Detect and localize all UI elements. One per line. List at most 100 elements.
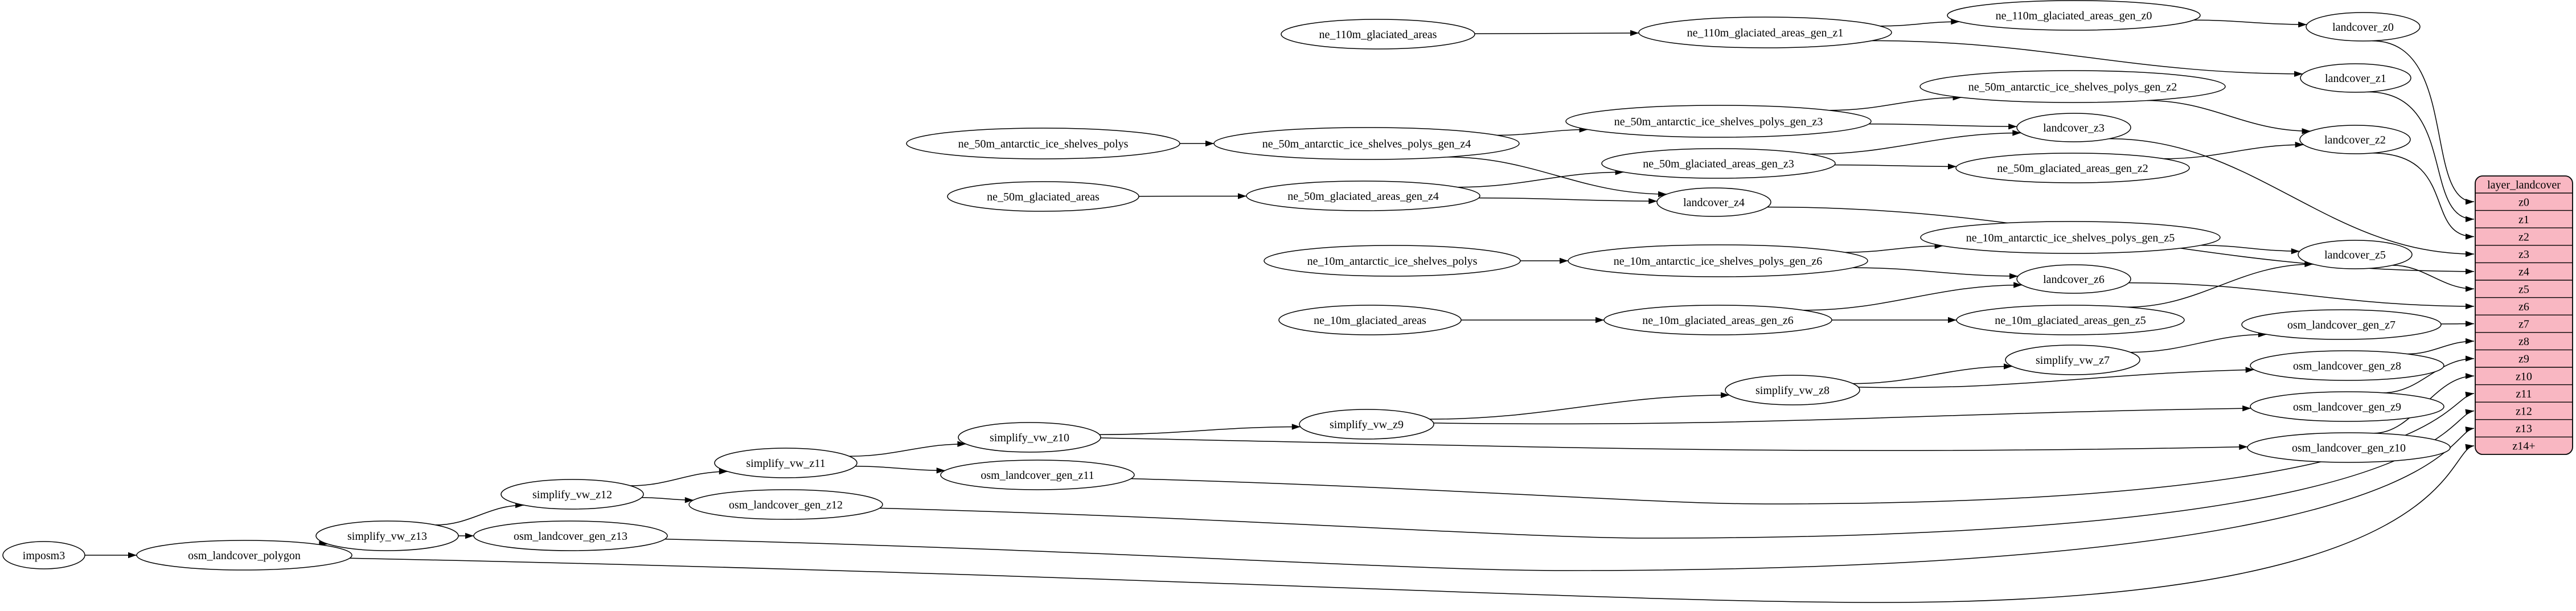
node-landcover_z1: landcover_z1	[2300, 63, 2411, 93]
layer-landcover-row-z1: z1	[2518, 214, 2529, 226]
edge-landcover_z0->z0	[2372, 40, 2475, 205]
edge-simplify_vw_z8->simplify_vw_z7	[1852, 363, 2013, 384]
node-label: landcover_z5	[2324, 249, 2386, 261]
node-label: osm_landcover_gen_z9	[2293, 401, 2401, 413]
layer-landcover-row-z5: z5	[2518, 283, 2529, 296]
node-ellipse	[1601, 148, 1836, 179]
layer-landcover-row-z6: z6	[2518, 301, 2529, 313]
node-ellipse	[2247, 432, 2451, 463]
edge-ne_50m_antarctic_ice_shelves_polys_gen_z3->landcover_z3	[1869, 123, 2017, 130]
edge-simplify_vw_z11->osm_landcover_gen_z11	[855, 466, 945, 474]
layer-landcover-row-z3: z3	[2518, 248, 2529, 261]
node-ne_110m_glaciated_areas_gen_z0: ne_110m_glaciated_areas_gen_z0	[1947, 0, 2201, 31]
node-label: ne_10m_glaciated_areas_gen_z5	[1995, 314, 2146, 327]
node-simplify_vw_z11: simplify_vw_z11	[714, 448, 858, 478]
node-ellipse	[501, 479, 644, 510]
edge-ne_10m_antarctic_ice_shelves_polys_gen_z6->ne_10m_antarctic_ice_shelves_polys_gen_z5	[1845, 243, 1943, 253]
node-landcover_z4: landcover_z4	[1656, 187, 1771, 217]
node-osm_landcover_gen_z12: osm_landcover_gen_z12	[688, 489, 883, 520]
node-ellipse	[1246, 181, 1480, 211]
node-ne_10m_antarctic_ice_shelves_polys_gen_z6: ne_10m_antarctic_ice_shelves_polys_gen_z…	[1568, 244, 1868, 277]
edge-simplify_vw_z7->osm_landcover_gen_z7	[2130, 331, 2267, 353]
node-ellipse	[315, 520, 459, 551]
node-ellipse	[2299, 125, 2411, 154]
edge-ne_50m_glaciated_areas_gen_z3->ne_50m_glaciated_areas_gen_z2	[1834, 163, 1957, 170]
node-ne_10m_antarctic_ice_shelves_polys_gen_z5: ne_10m_antarctic_ice_shelves_polys_gen_z…	[1920, 221, 2221, 254]
node-label: simplify_vw_z13	[347, 530, 427, 543]
node-ne_10m_glaciated_areas_gen_z5: ne_10m_glaciated_areas_gen_z5	[1956, 305, 2185, 335]
edge-simplify_vw_z9->simplify_vw_z8	[1429, 392, 1730, 420]
row-label: z7	[2518, 318, 2529, 331]
node-label: ne_50m_antarctic_ice_shelves_polys_gen_z…	[1968, 81, 2177, 93]
node-ne_10m_glaciated_areas_gen_z6: ne_10m_glaciated_areas_gen_z6	[1603, 305, 1832, 335]
node-simplify_vw_z8: simplify_vw_z8	[1725, 375, 1860, 405]
node-label: ne_50m_glaciated_areas_gen_z3	[1643, 158, 1794, 170]
node-label: ne_10m_glaciated_areas	[1314, 314, 1426, 327]
edge-osm_landcover_gen_z11->z11	[1131, 391, 2475, 505]
node-label: ne_50m_antarctic_ice_shelves_polys_gen_z…	[1262, 138, 1471, 150]
node-ne_50m_antarctic_ice_shelves_polys_gen_z4: ne_50m_antarctic_ice_shelves_polys_gen_z…	[1213, 127, 1520, 160]
layer-landcover-row-z8: z8	[2518, 335, 2529, 348]
node-ellipse	[2016, 113, 2131, 142]
node-ellipse	[1565, 105, 1872, 138]
node-label: osm_landcover_gen_z11	[981, 469, 1094, 482]
node-ne_10m_glaciated_areas: ne_10m_glaciated_areas	[1278, 305, 1462, 335]
node-ne_110m_glaciated_areas: ne_110m_glaciated_areas	[1281, 19, 1475, 50]
layer-landcover-row-z0: z0	[2518, 196, 2529, 208]
node-ellipse	[1956, 305, 2185, 335]
edge-simplify_vw_z11->simplify_vw_z10	[849, 441, 966, 457]
node-ellipse	[1264, 245, 1521, 277]
edge-landcover_z2->z2	[2372, 153, 2475, 240]
row-label: z10	[2516, 370, 2532, 383]
node-osm_landcover_gen_z11: osm_landcover_gen_z11	[940, 460, 1135, 490]
edge-ne_10m_glaciated_areas_gen_z6->landcover_z6	[1803, 282, 2023, 311]
row-label: z0	[2518, 196, 2529, 208]
row-label: z11	[2516, 388, 2532, 400]
edge-ne_50m_antarctic_ice_shelves_polys_gen_z2->landcover_z2	[2147, 100, 2311, 134]
node-ellipse	[2, 541, 85, 569]
node-osm_landcover_gen_z13: osm_landcover_gen_z13	[473, 520, 668, 551]
edge-ne_10m_antarctic_ice_shelves_polys_gen_z5->landcover_z5	[2201, 244, 2300, 255]
node-label: ne_110m_glaciated_areas	[1319, 28, 1437, 41]
node-label: imposm3	[23, 550, 65, 562]
layer-landcover-row-z10: z10	[2516, 370, 2532, 383]
layer-landcover-table: layer_landcoverz0z1z2z3z4z5z6z7z8z9z10z1…	[2475, 175, 2573, 455]
edge-ne_50m_antarctic_ice_shelves_polys_gen_z4->ne_50m_antarctic_ice_shelves_polys_gen_z3	[1497, 126, 1588, 136]
node-label: simplify_vw_z7	[2036, 354, 2110, 367]
node-ne_50m_glaciated_areas_gen_z4: ne_50m_glaciated_areas_gen_z4	[1246, 181, 1480, 211]
edge-ne_50m_glaciated_areas_gen_z4->landcover_z4	[1478, 197, 1658, 204]
edge-simplify_vw_z10->osm_landcover_gen_z10	[1100, 437, 2248, 452]
node-label: landcover_z3	[2043, 122, 2105, 134]
node-label: ne_10m_glaciated_areas_gen_z6	[1642, 314, 1793, 327]
edge-landcover_z1->z1	[2367, 91, 2475, 223]
node-ellipse	[2016, 264, 2131, 294]
node-landcover_z0: landcover_z0	[2306, 12, 2421, 42]
node-simplify_vw_z10: simplify_vw_z10	[958, 422, 1101, 453]
edge-osm_landcover_gen_z8->z8	[2407, 338, 2475, 355]
node-ne_110m_glaciated_areas_gen_z1: ne_110m_glaciated_areas_gen_z1	[1638, 17, 1892, 48]
node-label: ne_50m_antarctic_ice_shelves_polys_gen_z…	[1614, 116, 1823, 128]
layer-landcover-row-z12: z12	[2516, 405, 2532, 418]
node-ellipse	[2300, 63, 2411, 93]
node-ne_50m_glaciated_areas: ne_50m_glaciated_areas	[947, 181, 1139, 212]
row-label: z13	[2516, 423, 2532, 435]
node-label: landcover_z4	[1683, 196, 1745, 209]
edge-ne_50m_glaciated_areas_gen_z2->landcover_z2	[2164, 141, 2304, 159]
layer-landcover-row-z11: z11	[2516, 388, 2532, 400]
node-ellipse	[2250, 391, 2444, 422]
edge-simplify_vw_z13->simplify_vw_z12	[435, 502, 524, 526]
row-label: z1	[2518, 214, 2529, 226]
node-ellipse	[1568, 244, 1868, 277]
node-ellipse	[1919, 70, 2226, 103]
edge-ne_110m_glaciated_areas->ne_110m_glaciated_areas_gen_z1	[1474, 30, 1639, 36]
node-ellipse	[2298, 240, 2413, 269]
node-landcover_z6: landcover_z6	[2016, 264, 2131, 294]
node-label: simplify_vw_z9	[1330, 419, 1404, 431]
node-ne_50m_glaciated_areas_gen_z3: ne_50m_glaciated_areas_gen_z3	[1601, 148, 1836, 179]
node-ellipse	[688, 489, 883, 520]
node-ellipse	[2250, 350, 2444, 381]
node-osm_landcover_polygon: osm_landcover_polygon	[136, 540, 352, 571]
node-ellipse	[958, 422, 1101, 453]
